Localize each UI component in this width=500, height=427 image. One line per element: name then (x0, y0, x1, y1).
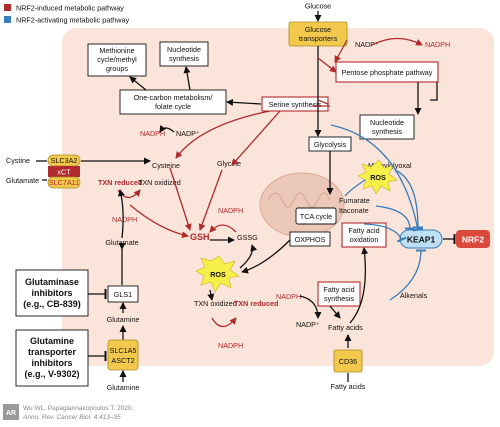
glutamine-2: Glutamine (107, 383, 140, 392)
svg-text:Glutamine: Glutamine (30, 336, 74, 346)
svg-text:Methionine: Methionine (99, 46, 134, 55)
oxphos-label: OXPHOS (295, 235, 326, 244)
gls1-label: GLS1 (114, 290, 132, 299)
svg-text:Fatty acid: Fatty acid (323, 285, 354, 294)
legend-activating-swatch (4, 16, 11, 23)
nrf2-label: NRF2 (462, 235, 484, 245)
ros-center-label: ROS (210, 270, 226, 279)
glycine-label: Glycine (217, 159, 241, 168)
mitochondrion (259, 172, 345, 238)
glucose-label: Glucose (305, 2, 331, 11)
nadph-fas: NADPH (276, 292, 301, 301)
svg-text:groups: groups (106, 64, 128, 73)
svg-text:synthesis: synthesis (169, 54, 199, 63)
tca-label: TCA cycle (300, 212, 332, 221)
oxphos-box (289, 231, 331, 247)
svg-text:inhibitors: inhibitors (32, 358, 73, 368)
slc1a5-transporter (107, 339, 139, 371)
glutamine-1: Glutamine (107, 315, 140, 324)
credit-line-2: Annu. Rev. Cancer Biol. 4:413–35 (22, 414, 121, 421)
cystine-label: Cystine (6, 156, 30, 165)
ros-right-label: ROS (370, 173, 386, 182)
svg-text:Nucleotide: Nucleotide (167, 45, 201, 54)
slc1a5-label: SLC1A5 (110, 346, 137, 355)
slc7a11-base (47, 176, 81, 189)
fatty-acids-outer: Fatty acids (331, 382, 366, 391)
nadp-onecarbon: NADP⁺ (176, 129, 200, 138)
alkenals-label: Alkenals (400, 291, 428, 300)
svg-text:Nucleotide: Nucleotide (370, 118, 404, 127)
asct2-label: ASCT2 (111, 356, 134, 365)
svg-text:folate cycle: folate cycle (155, 102, 191, 111)
svg-text:Glucose: Glucose (305, 25, 331, 34)
svg-text:synthesis: synthesis (372, 127, 402, 136)
fatty-acids-inner: Fatty acids (328, 323, 363, 332)
fao-box (341, 222, 387, 248)
svg-text:(e.g., V-9302): (e.g., V-9302) (24, 369, 79, 379)
legend-induced-label: NRF2-induced metabolic pathway (16, 4, 124, 13)
svg-text:SLC3A2: SLC3A2 (51, 156, 78, 165)
cd36-transporter (333, 349, 363, 373)
nadph-onecarbon: NADPH (140, 129, 165, 138)
nadph-top: NADPH (425, 40, 450, 49)
methionine-box (87, 43, 147, 77)
txn-oxidized-1: TXN oxidized (138, 178, 181, 187)
glutaminase-inhibitors-box (15, 269, 89, 317)
cysteine-label: Cysteine (152, 161, 180, 170)
cd36-label: CD36 (339, 357, 357, 366)
serine-synthesis-label: Serine synthesis (269, 100, 322, 109)
credit-line-1: Wu WL, Papagiannakopoulos T. 2020. (23, 405, 134, 412)
transporter-inhibitors-box (15, 329, 89, 387)
svg-text:One-carbon metabolism/: One-carbon metabolism/ (134, 93, 213, 102)
methylglyoxal-label: Methylglyoxal (368, 161, 412, 170)
ros-center-burst (195, 255, 240, 293)
nadp-fas: NADP⁺ (296, 320, 320, 329)
nucleotide-synthesis-top-box (159, 41, 209, 67)
glucose-transporters-label: transporters (299, 34, 338, 43)
txn-reduced-2: TXN reduced (234, 299, 278, 308)
xct-body (48, 166, 80, 177)
nadph-gsh: NADPH (218, 206, 243, 215)
one-carbon-box (119, 89, 227, 115)
svg-text:transporter: transporter (28, 347, 77, 357)
txn-oxidized-2: TXN oxidized (194, 299, 237, 308)
gsh-label: GSH (190, 232, 210, 242)
fas-box (317, 281, 361, 307)
nadph-txn2: NADPH (218, 341, 243, 350)
svg-text:(e.g., CB-839): (e.g., CB-839) (23, 299, 81, 309)
ar-logo (3, 404, 19, 420)
svg-text:oxidation: oxidation (350, 235, 379, 244)
svg-text:cycle/methyl: cycle/methyl (97, 55, 137, 64)
svg-text:Fatty acid: Fatty acid (348, 226, 379, 235)
gssg-label: GSSG (237, 233, 258, 242)
ros-right-burst (357, 159, 398, 195)
itaconate-label: Itaconate (339, 206, 369, 215)
tca-box (295, 207, 337, 225)
svg-text:xCT: xCT (57, 168, 71, 177)
ppp-label: Pentose phosphate pathway (342, 68, 433, 77)
svg-text:synthesis: synthesis (324, 294, 354, 303)
nrf2-node (456, 230, 490, 248)
nucleotide-synthesis-right-box (359, 114, 415, 140)
nadp-top: NADP⁺ (355, 40, 379, 49)
txn-reduced-1: TXN reduced (98, 178, 142, 187)
svg-text:inhibitors: inhibitors (32, 288, 73, 298)
svg-text:SLC7A11: SLC7A11 (49, 178, 79, 187)
nadph-txn1: NADPH (112, 215, 137, 224)
glutamate-out-label: Glutamate (6, 176, 39, 185)
svg-text:Glutaminase: Glutaminase (25, 277, 79, 287)
legend-induced-swatch (4, 4, 11, 11)
fumarate-label: Fumarate (339, 196, 370, 205)
glutamate-in-label: Glutamate (105, 238, 138, 247)
legend-activating-label: NRF2-activating metabolic pathway (16, 16, 129, 25)
glycolysis-label: Glycolysis (314, 140, 347, 149)
svg-text:AR: AR (6, 410, 16, 417)
keap1-label: KEAP1 (407, 235, 436, 245)
